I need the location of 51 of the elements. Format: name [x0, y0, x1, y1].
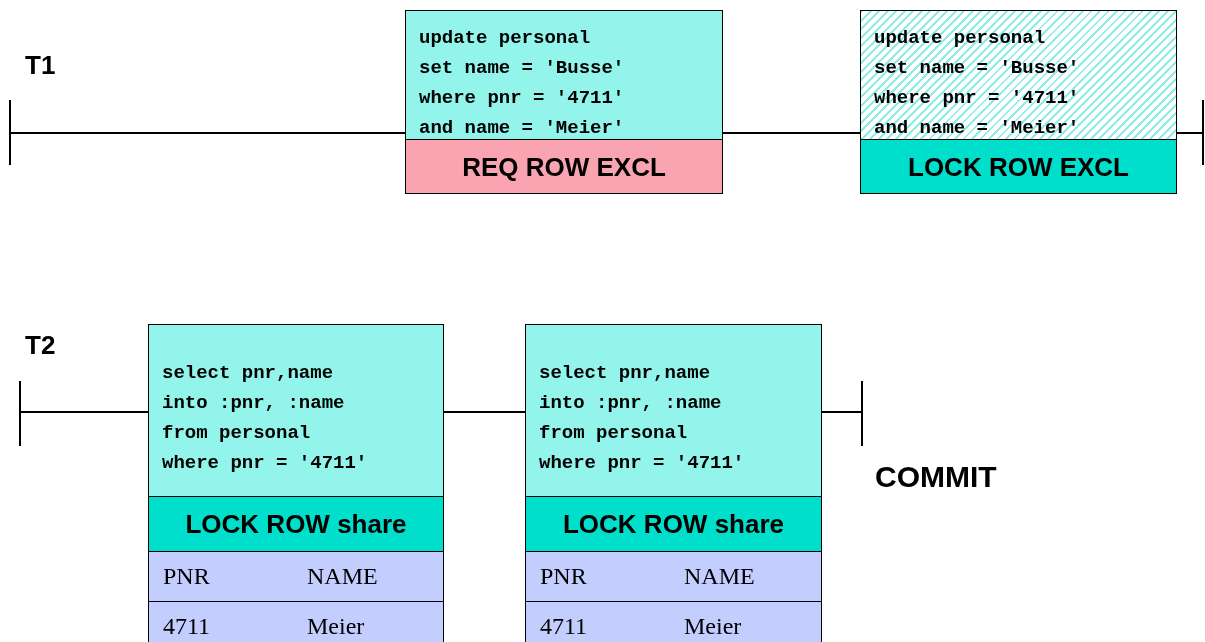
statement-box: [405, 10, 723, 194]
table-cell-text: Meier: [684, 612, 742, 640]
lock-label: LOCK ROW share: [563, 511, 784, 537]
code-line: where pnr = '4711': [539, 451, 745, 476]
table-cell-text: 4711: [540, 612, 588, 640]
code-line: from personal: [539, 421, 689, 446]
lock-label: REQ ROW EXCL: [462, 153, 666, 180]
lock-label: LOCK ROW share: [185, 511, 407, 537]
table-cell-text: 4711: [163, 612, 211, 640]
statement-box: [525, 324, 822, 642]
table-cell-text: Meier: [307, 612, 365, 640]
code-line: and name = 'Meier': [874, 116, 1080, 141]
timeline-line: [821, 411, 862, 413]
timeline-tick: [1202, 100, 1204, 165]
transaction-label: COMMIT: [875, 462, 997, 492]
timeline-tick: [19, 381, 21, 446]
timeline-line: [10, 132, 406, 134]
timeline-line: [722, 132, 861, 134]
code-line: select pnr,name: [539, 361, 712, 386]
table-row: [149, 551, 443, 601]
code-line: update personal: [874, 26, 1047, 51]
timeline-line: [20, 411, 149, 413]
code-line: into :pnr, :name: [539, 391, 723, 416]
code-line: and name = 'Meier': [419, 116, 625, 141]
code-line: into :pnr, :name: [162, 391, 346, 416]
table-cell-text: PNR: [163, 562, 210, 590]
lock-band: [861, 139, 1176, 193]
statement-box: [860, 10, 1177, 194]
timeline-line: [443, 411, 526, 413]
statement-box: [148, 324, 444, 642]
code-line: update personal: [419, 26, 592, 51]
timeline-tick: [9, 100, 11, 165]
code-line: where pnr = '4711': [162, 451, 368, 476]
lock-band: [406, 139, 722, 193]
lock-band: [149, 496, 443, 551]
code-line: set name = 'Busse': [419, 56, 625, 81]
transaction-label: T2: [25, 332, 56, 358]
code-line: select pnr,name: [162, 361, 335, 386]
timeline-line: [1176, 132, 1203, 134]
table-cell-text: NAME: [307, 562, 378, 590]
lock-band: [526, 496, 821, 551]
code-line: where pnr = '4711': [874, 86, 1080, 111]
table-row: [526, 551, 821, 601]
code-line: where pnr = '4711': [419, 86, 625, 111]
timeline-tick: [861, 381, 863, 446]
transaction-label: T1: [25, 52, 56, 78]
code-line: from personal: [162, 421, 312, 446]
table-cell-text: PNR: [540, 562, 587, 590]
code-line: set name = 'Busse': [874, 56, 1080, 81]
table-cell-text: NAME: [684, 562, 755, 590]
lock-label: LOCK ROW EXCL: [908, 153, 1129, 180]
